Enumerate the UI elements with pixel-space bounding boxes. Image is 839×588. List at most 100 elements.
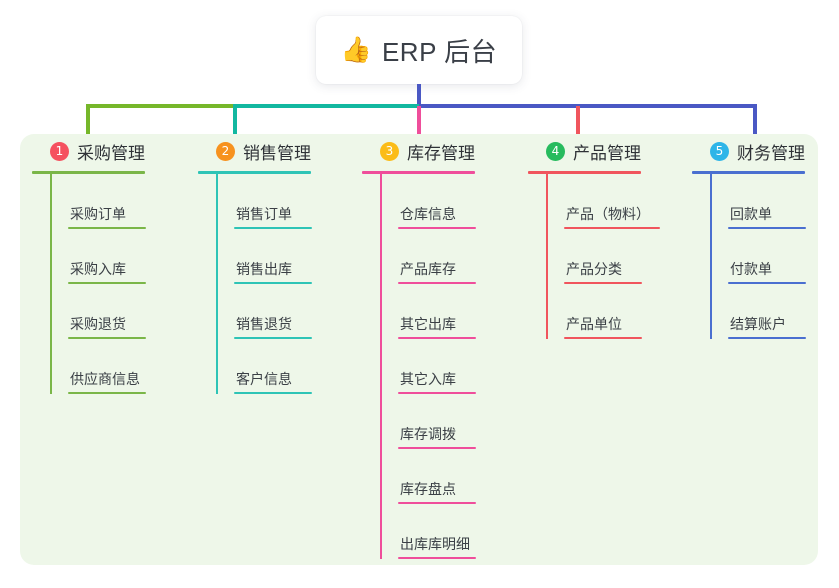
- column-spine: [710, 174, 712, 339]
- leaf-label: 其它入库: [400, 371, 456, 387]
- drop-col-2: [233, 106, 237, 136]
- column-header-rule: [32, 171, 145, 174]
- column-header-销售管理[interactable]: 2 销售管理: [198, 134, 346, 168]
- column-header-产品管理[interactable]: 4 产品管理: [528, 134, 680, 168]
- leaf-item[interactable]: 仓库信息: [380, 174, 512, 229]
- column-spine: [380, 174, 382, 559]
- leaf-item[interactable]: 采购退货: [50, 284, 182, 339]
- leaf-rule: [564, 337, 642, 339]
- bar-blue: [419, 104, 757, 108]
- leaf-item[interactable]: 供应商信息: [50, 339, 182, 394]
- leaf-item[interactable]: 采购订单: [50, 174, 182, 229]
- leaf-rule: [398, 557, 476, 559]
- column-title: 销售管理: [243, 143, 311, 163]
- root-stem-connector: [417, 84, 421, 106]
- leaf-label: 客户信息: [236, 371, 292, 387]
- column-badge-2: 2: [216, 141, 235, 161]
- leaf-label: 采购退货: [70, 316, 126, 332]
- leaf-item[interactable]: 产品单位: [546, 284, 680, 339]
- drop-col-4: [576, 106, 580, 136]
- column-leaves: 仓库信息产品库存其它出库其它入库库存调拨库存盘点出库库明细: [362, 174, 512, 559]
- column-leaves: 回款单付款单结算账户: [692, 174, 832, 339]
- leaf-item[interactable]: 销售订单: [216, 174, 346, 229]
- diagram-panel: [20, 134, 818, 565]
- column-header-rule: [692, 171, 805, 174]
- leaf-label: 回款单: [730, 206, 772, 222]
- leaf-label: 付款单: [730, 261, 772, 277]
- root-node[interactable]: 👍 ERP 后台: [316, 16, 522, 84]
- leaf-label: 结算账户: [730, 316, 786, 332]
- leaf-rule: [398, 337, 476, 339]
- bar-green: [86, 104, 233, 108]
- leaf-label: 仓库信息: [400, 206, 456, 222]
- leaf-item[interactable]: 库存盘点: [380, 449, 512, 504]
- column-spine: [546, 174, 548, 339]
- drop-col-3: [417, 106, 421, 136]
- bar-teal: [233, 104, 419, 108]
- leaf-label: 其它出库: [400, 316, 456, 332]
- leaf-rule: [234, 227, 312, 229]
- leaf-item[interactable]: 产品（物料）: [546, 174, 680, 229]
- column-leaves: 销售订单销售出库销售退货客户信息: [198, 174, 346, 394]
- column-badge-4: 4: [546, 141, 565, 161]
- leaf-item[interactable]: 采购入库: [50, 229, 182, 284]
- column-header-rule: [198, 171, 311, 174]
- column-title: 采购管理: [77, 143, 145, 163]
- leaf-label: 销售退货: [236, 316, 292, 332]
- leaf-label: 出库库明细: [400, 536, 470, 552]
- leaf-rule: [398, 392, 476, 394]
- leaf-item[interactable]: 销售出库: [216, 229, 346, 284]
- leaf-rule: [728, 282, 806, 284]
- leaf-item[interactable]: 其它出库: [380, 284, 512, 339]
- leaf-label: 产品库存: [400, 261, 456, 277]
- column-spine: [216, 174, 218, 394]
- column-leaves: 采购订单采购入库采购退货供应商信息: [32, 174, 182, 394]
- column-产品管理: 4 产品管理产品（物料） 产品分类产品单位: [528, 134, 680, 339]
- column-spine: [50, 174, 52, 394]
- leaf-item[interactable]: 出库库明细: [380, 504, 512, 559]
- leaf-label: 产品分类: [566, 261, 622, 277]
- drop-col-1: [86, 106, 90, 136]
- leaf-rule: [234, 282, 312, 284]
- drop-col-5: [753, 106, 757, 136]
- leaf-item[interactable]: 回款单: [710, 174, 832, 229]
- thumbs-up-icon: 👍: [340, 35, 372, 64]
- leaf-rule: [398, 447, 476, 449]
- leaf-rule: [234, 337, 312, 339]
- leaf-item[interactable]: 其它入库: [380, 339, 512, 394]
- leaf-item[interactable]: 库存调拨: [380, 394, 512, 449]
- leaf-label: 销售订单: [236, 206, 292, 222]
- column-badge-5: 5: [710, 141, 729, 161]
- leaf-item[interactable]: 付款单: [710, 229, 832, 284]
- leaf-rule: [68, 337, 146, 339]
- leaf-rule: [564, 227, 660, 229]
- leaf-label: 采购入库: [70, 261, 126, 277]
- leaf-label: 销售出库: [236, 261, 292, 277]
- column-header-rule: [362, 171, 475, 174]
- leaf-item[interactable]: 产品分类: [546, 229, 680, 284]
- leaf-rule: [68, 227, 146, 229]
- leaf-item[interactable]: 客户信息: [216, 339, 346, 394]
- column-leaves: 产品（物料） 产品分类产品单位: [528, 174, 680, 339]
- leaf-rule: [234, 392, 312, 394]
- leaf-rule: [398, 502, 476, 504]
- leaf-item[interactable]: 产品库存: [380, 229, 512, 284]
- leaf-item[interactable]: 结算账户: [710, 284, 832, 339]
- leaf-rule: [398, 227, 476, 229]
- leaf-label: 采购订单: [70, 206, 126, 222]
- root-title: ERP 后台: [381, 36, 498, 67]
- column-badge-3: 3: [380, 141, 399, 161]
- leaf-label: 产品（物料）: [566, 206, 650, 222]
- column-header-rule: [528, 171, 641, 174]
- leaf-label: 供应商信息: [70, 371, 140, 387]
- column-title: 产品管理: [573, 143, 641, 163]
- leaf-rule: [398, 282, 476, 284]
- leaf-label: 库存盘点: [400, 481, 456, 497]
- leaf-item[interactable]: 销售退货: [216, 284, 346, 339]
